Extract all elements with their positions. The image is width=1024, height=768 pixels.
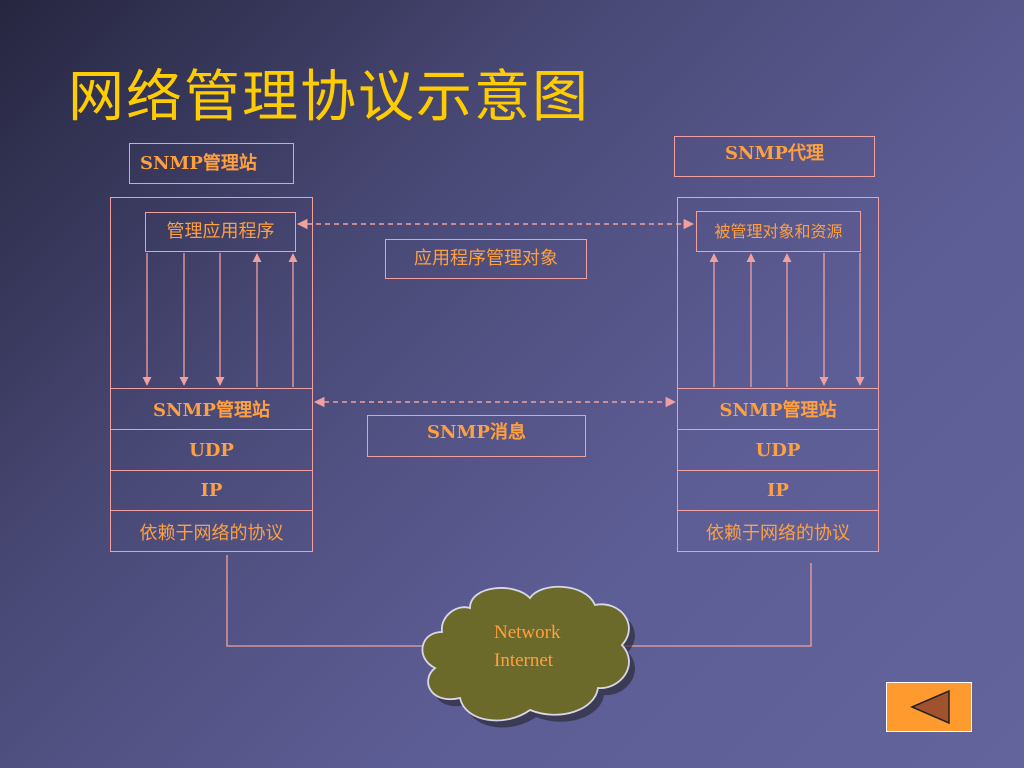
snmp-message-label: SNMP消息 xyxy=(367,415,586,457)
agent-layer-network: 依赖于网络的协议 xyxy=(678,510,878,552)
agent-header: SNMP代理 xyxy=(674,136,875,177)
agent-layer-udp: UDP xyxy=(678,429,878,470)
manager-network-link xyxy=(226,555,445,647)
manager-layer-snmp: SNMP管理站 xyxy=(111,388,312,429)
network-line-2: Internet xyxy=(494,650,554,671)
manager-layer-network: 依赖于网络的协议 xyxy=(111,510,312,552)
management-application-box: 管理应用程序 xyxy=(145,212,296,252)
manager-vertical-arrows xyxy=(142,253,298,387)
manager-layer-udp: UDP xyxy=(111,429,312,470)
slide-title: 网络管理协议示意图 xyxy=(68,65,590,130)
agent-layer-ip: IP xyxy=(678,470,878,510)
manager-station-header: SNMP管理站 xyxy=(129,143,294,184)
network-line-1: Network xyxy=(494,622,561,643)
manager-layer-ip: IP xyxy=(111,470,312,510)
managed-objects-box: 被管理对象和资源 xyxy=(696,211,861,252)
agent-layer-snmp: SNMP管理站 xyxy=(678,388,878,429)
triangle-left-icon xyxy=(910,689,950,725)
agent-network-link xyxy=(620,563,812,647)
manager-stack: SNMP管理站 UDP IP 依赖于网络的协议 xyxy=(110,197,313,552)
network-label: Network Internet xyxy=(494,619,560,675)
agent-stack: SNMP管理站 UDP IP 依赖于网络的协议 xyxy=(677,197,879,552)
previous-slide-button[interactable] xyxy=(886,682,972,732)
agent-vertical-arrows xyxy=(709,253,865,387)
app-management-objects-label: 应用程序管理对象 xyxy=(385,239,587,279)
network-cloud xyxy=(421,585,635,728)
